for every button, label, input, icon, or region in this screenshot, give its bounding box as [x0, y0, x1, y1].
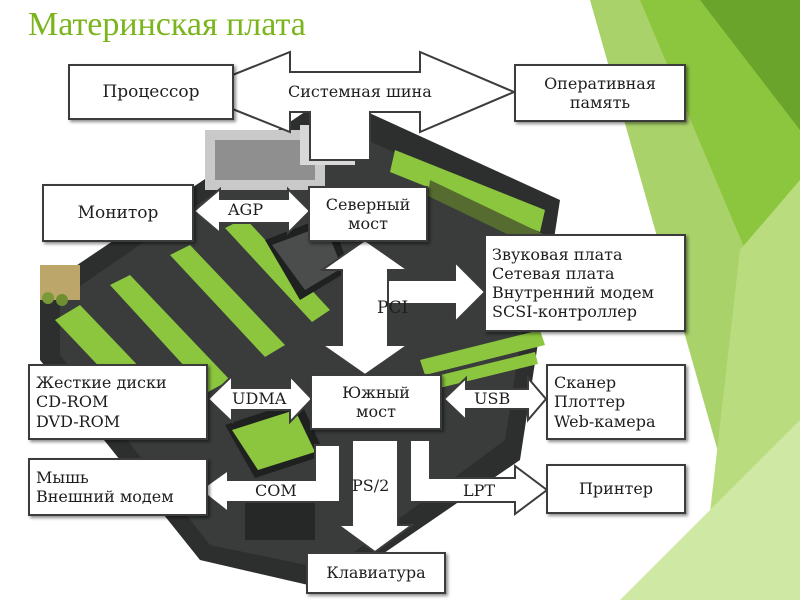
monitor-box: Монитор [42, 184, 194, 242]
processor-label: Процессор [102, 81, 200, 102]
pci-devices-label: Звуковая плата Сетевая плата Внутренний … [492, 244, 654, 322]
com-label: COM [255, 481, 297, 500]
south-bridge-box: Южный мост [310, 374, 442, 430]
system-bus-label: Системная шина [288, 82, 432, 101]
lpt-label: LPT [463, 481, 496, 500]
usb-devices-box: Сканер Плоттер Web-камера [546, 364, 686, 440]
north-bridge-label: Северный мост [325, 194, 411, 233]
ram-label: Оперативная память [544, 73, 656, 112]
printer-box: Принтер [546, 464, 686, 514]
ps2-arrow [334, 439, 416, 554]
pci-label: PCI [377, 298, 409, 318]
keyboard-label: Клавиатура [326, 563, 426, 583]
processor-box: Процессор [68, 64, 234, 120]
mouse-modem-label: Мышь Внешний модем [36, 467, 174, 506]
pci-right-arrow [387, 259, 487, 325]
slide-title: Материнская плата [28, 6, 306, 43]
south-bridge-label: Южный мост [342, 382, 410, 421]
ram-box: Оперативная память [514, 64, 686, 122]
monitor-label: Монитор [77, 202, 159, 223]
bus-arrows [187, 50, 549, 554]
printer-label: Принтер [578, 479, 654, 499]
keyboard-box: Клавиатура [306, 552, 446, 594]
disks-label: Жесткие диски CD-ROM DVD-ROM [36, 373, 167, 431]
lpt-arrow [409, 439, 549, 516]
pci-devices-box: Звуковая плата Сетевая плата Внутренний … [484, 234, 686, 332]
mouse-modem-box: Мышь Внешний модем [28, 458, 208, 516]
ps2-label: PS/2 [352, 476, 390, 495]
north-bridge-box: Северный мост [308, 186, 428, 242]
disks-box: Жесткие диски CD-ROM DVD-ROM [28, 364, 208, 440]
decorative-green-panels [590, 0, 800, 600]
udma-label: UDMA [232, 389, 287, 408]
com-arrow [198, 444, 341, 515]
agp-label: AGP [228, 200, 264, 219]
usb-label: USB [474, 389, 511, 408]
usb-devices-label: Сканер Плоттер Web-камера [554, 373, 656, 431]
system-bus-arrow [187, 50, 517, 161]
